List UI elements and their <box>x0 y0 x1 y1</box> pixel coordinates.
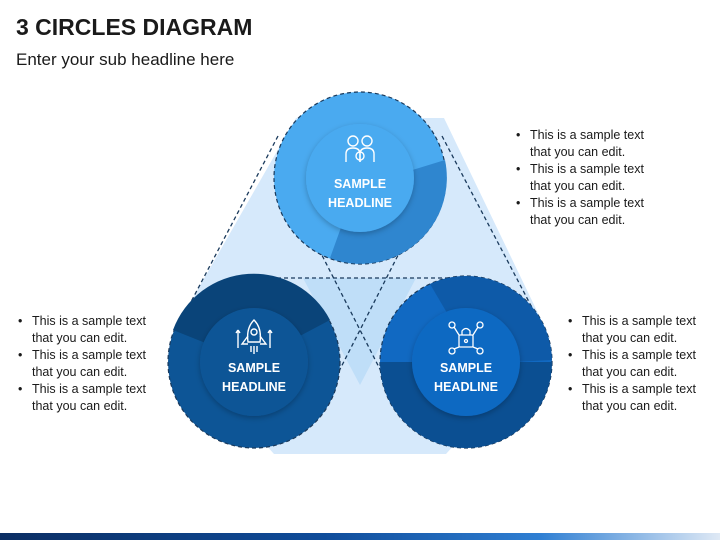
bullet-list-right: This is a sample text that you can edit.… <box>566 313 716 415</box>
page-title: 3 CIRCLES DIAGRAM <box>16 14 253 40</box>
bullet-text-line1: This is a sample text <box>582 314 696 328</box>
bullet-text-line2: that you can edit. <box>582 331 678 345</box>
bullet-text-line1: This is a sample text <box>530 162 644 176</box>
circle-top-ring-segment <box>330 160 447 264</box>
bullet-text-line1: This is a sample text <box>32 314 146 328</box>
bullet-text-line1: This is a sample text <box>530 196 644 210</box>
bullet-text-line1: This is a sample text <box>32 382 146 396</box>
list-item: This is a sample text that you can edit. <box>514 127 674 161</box>
list-item: This is a sample text that you can edit. <box>514 161 674 195</box>
circle-right-label-line1: SAMPLE <box>440 361 492 375</box>
circle-left: SAMPLE HEADLINE <box>167 273 341 449</box>
list-item: This is a sample text that you can edit. <box>566 381 716 415</box>
network-lock-icon <box>448 321 484 355</box>
list-item: This is a sample text that you can edit. <box>566 313 716 347</box>
circle-top-label-line2: HEADLINE <box>328 196 392 210</box>
bullet-list-top: This is a sample text that you can edit.… <box>514 127 674 229</box>
circle-right: SAMPLE HEADLINE <box>379 275 553 449</box>
circle-right-label-line2: HEADLINE <box>434 380 498 394</box>
list-item: This is a sample text that you can edit. <box>16 313 176 347</box>
bullet-text-line1: This is a sample text <box>582 348 696 362</box>
bullet-text-line1: This is a sample text <box>530 128 644 142</box>
list-item: This is a sample text that you can edit. <box>16 347 176 381</box>
list-item: This is a sample text that you can edit. <box>566 347 716 381</box>
bullet-text-line2: that you can edit. <box>32 331 128 345</box>
rocket-icon <box>235 319 273 354</box>
circle-top-label-line1: SAMPLE <box>334 177 386 191</box>
footer-gradient-bar <box>0 533 720 540</box>
page-subtitle: Enter your sub headline here <box>16 50 235 69</box>
list-item: This is a sample text that you can edit. <box>16 381 176 415</box>
bullet-text-line2: that you can edit. <box>530 213 626 227</box>
circle-top: SAMPLE HEADLINE <box>273 91 447 265</box>
list-item: This is a sample text that you can edit. <box>514 195 674 229</box>
bullet-text-line2: that you can edit. <box>530 179 626 193</box>
bullet-text-line2: that you can edit. <box>32 399 128 413</box>
bullet-text-line2: that you can edit. <box>582 365 678 379</box>
circle-left-label-line1: SAMPLE <box>228 361 280 375</box>
circle-left-label-line2: HEADLINE <box>222 380 286 394</box>
bullet-text-line1: This is a sample text <box>582 382 696 396</box>
bullet-text-line2: that you can edit. <box>32 365 128 379</box>
bullet-text-line2: that you can edit. <box>582 399 678 413</box>
bullet-text-line2: that you can edit. <box>530 145 626 159</box>
bullet-text-line1: This is a sample text <box>32 348 146 362</box>
family-icon <box>345 135 375 162</box>
bullet-list-left: This is a sample text that you can edit.… <box>16 313 176 415</box>
